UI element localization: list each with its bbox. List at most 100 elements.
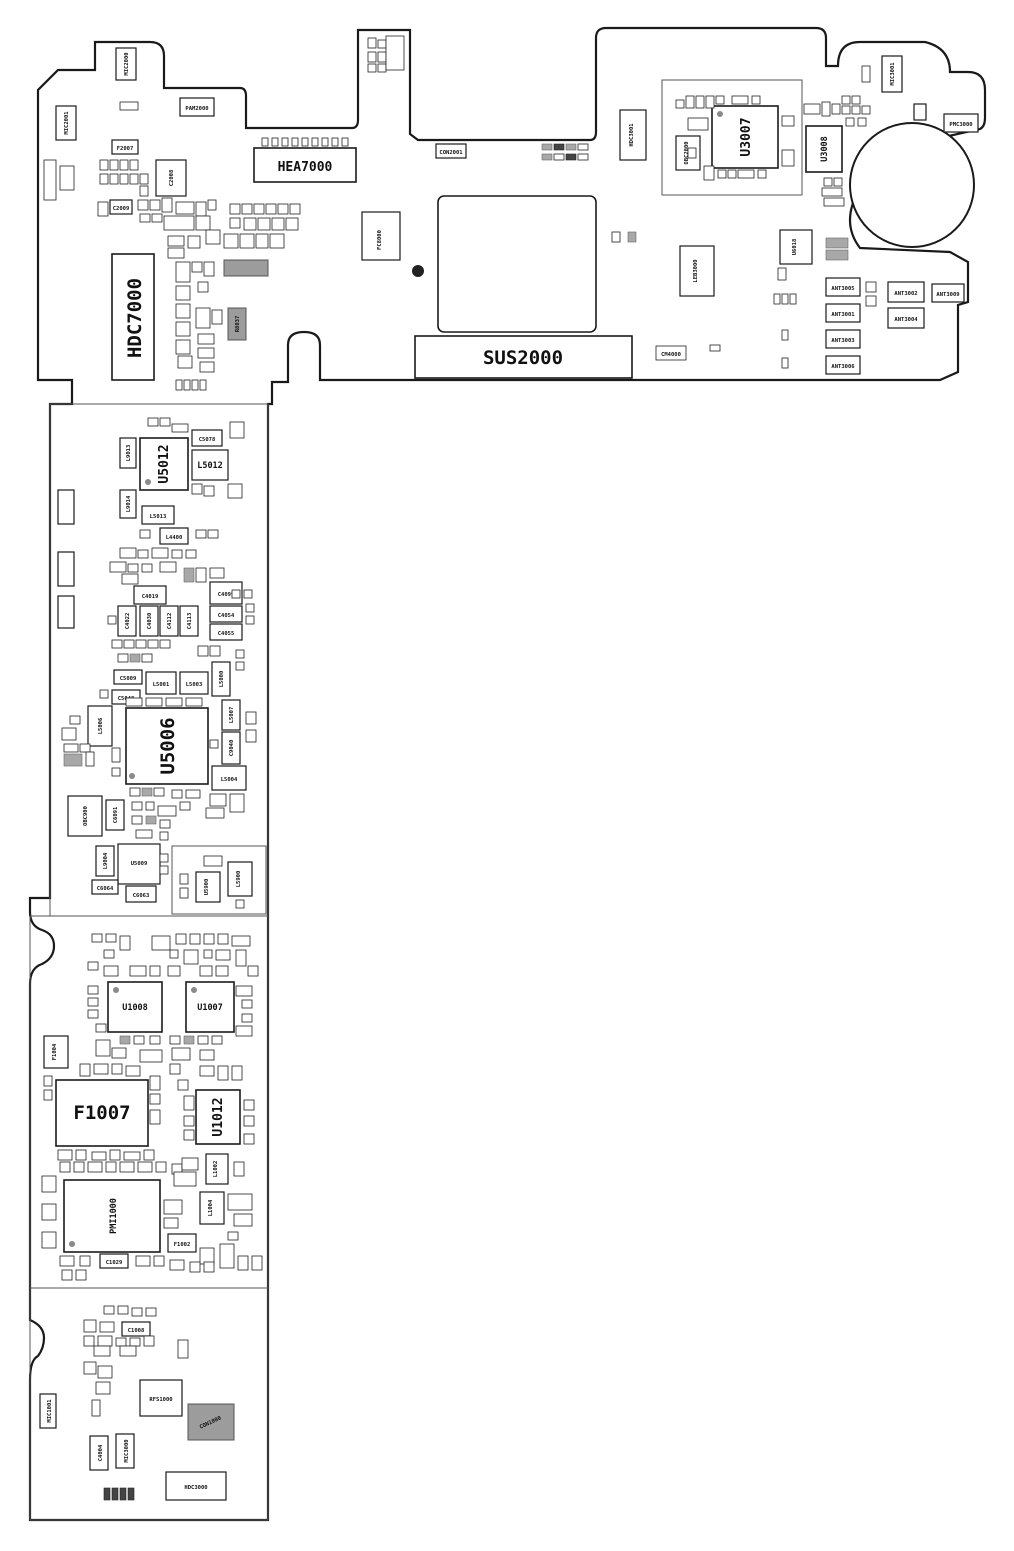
- con2001-component: [435, 143, 467, 159]
- pmc3000-label: PMC3000: [949, 122, 972, 128]
- pmic-small-parts: [41, 933, 263, 1281]
- mount-hole: [412, 265, 424, 277]
- c4055-label: C4055: [218, 631, 235, 637]
- obc2000-label: OBC2000: [684, 141, 690, 164]
- l5003-component: [179, 671, 209, 695]
- l5012-component: [191, 449, 229, 481]
- ant3004-label: ANT3004: [894, 317, 918, 323]
- c9040-component: [221, 731, 241, 765]
- l5900-label: L5900: [236, 871, 242, 888]
- c4004-label: C4004: [98, 1444, 104, 1461]
- ant3004-component: [887, 307, 925, 329]
- l9013-label: L9013: [126, 445, 132, 462]
- pmc3004-part: [57, 595, 75, 629]
- small-parts-top-left: [43, 101, 301, 391]
- l1004-component: [199, 1191, 225, 1225]
- leb3000-component: [679, 245, 715, 297]
- c4099-label: C4099: [218, 592, 235, 598]
- c5009-label: C5009: [120, 676, 137, 682]
- u6018-component: [779, 229, 813, 265]
- c4019-label: C4019: [142, 594, 159, 600]
- hdc3001-label: HDC3001: [629, 123, 635, 147]
- r8037-label: R8037: [235, 316, 241, 333]
- top-center-parts: [367, 35, 405, 73]
- c6091-component: [105, 799, 125, 831]
- c5078-label: C5078: [199, 437, 216, 443]
- l5001-label: L5001: [153, 682, 170, 688]
- hdc3000-component: [165, 1471, 227, 1501]
- fc8000-label: FC8000: [377, 230, 383, 250]
- u5012-pin1-dot: [145, 479, 151, 485]
- pmi1000-pin1-dot: [69, 1241, 75, 1247]
- l5006-component: [87, 705, 113, 747]
- c6063-label: C6063: [133, 893, 150, 899]
- ant3003-component: [825, 329, 861, 349]
- hea7000-component: [253, 147, 357, 183]
- mic1001-component: [39, 1393, 57, 1429]
- c4113-component: [179, 605, 199, 637]
- c4054-component: [209, 605, 243, 623]
- u5006-label: U5006: [157, 717, 179, 774]
- u5006-component: [125, 707, 209, 785]
- c4099-component: [209, 581, 243, 605]
- u1012-component: [195, 1089, 241, 1145]
- c2008-label: C2008: [169, 170, 175, 187]
- u1008-label: U1008: [122, 1003, 148, 1013]
- l1004-label: L1004: [208, 1199, 214, 1216]
- c1008-label: C1008: [128, 1328, 145, 1334]
- ant3001-label: ANT3001: [831, 312, 855, 318]
- u5009-component: [117, 843, 161, 885]
- c6063-component: [125, 885, 157, 903]
- c6064-label: C6064: [97, 886, 114, 892]
- pam2000-label: PAM2000: [185, 106, 208, 112]
- l5004-component: [211, 765, 247, 791]
- power-small-parts: [61, 417, 257, 909]
- right-side-parts: [773, 237, 877, 369]
- u3007-pin1-dot: [717, 111, 723, 117]
- pmc3003-part: [57, 551, 75, 587]
- sus2000-component: [414, 335, 633, 379]
- ant3006-label: ANT3006: [831, 364, 855, 370]
- c4030-component: [139, 605, 159, 637]
- ant3009-component: [931, 283, 965, 303]
- u6018-label: U6018: [792, 239, 798, 256]
- l5013-label: L5013: [150, 514, 167, 520]
- ant3002-component: [887, 281, 925, 303]
- l5007-component: [221, 699, 241, 731]
- l9014-label: L9014: [126, 495, 132, 512]
- l5001-component: [145, 671, 177, 695]
- u5900-component: [195, 871, 221, 903]
- f1004-component: [43, 1035, 69, 1069]
- mic2001-component: [55, 105, 77, 141]
- mic2000-component: [115, 47, 137, 81]
- c5078-component: [191, 429, 223, 447]
- mic3000-component: [115, 1433, 135, 1469]
- l9014-component: [119, 489, 137, 519]
- u5900-label: U5900: [204, 879, 210, 896]
- obc900-component: [67, 795, 103, 837]
- f1007-label: F1007: [73, 1102, 130, 1124]
- c1029-label: C1029: [106, 1260, 123, 1266]
- ant3005-label: ANT3005: [831, 286, 854, 292]
- l9013-component: [119, 437, 137, 469]
- mic3001-label: MIC3001: [890, 62, 896, 86]
- hdc7000-component: [111, 253, 155, 381]
- l1002-label: L1002: [213, 1161, 219, 1178]
- f2007-label: F2007: [117, 146, 134, 152]
- shield-can: [437, 195, 597, 333]
- l9004-label: L9004: [103, 852, 109, 869]
- l4400-component: [159, 527, 189, 545]
- c1008-component: [121, 1321, 151, 1337]
- mic2000-label: MIC2000: [124, 52, 130, 75]
- l5012-label: L5012: [197, 461, 223, 471]
- c1029-component: [99, 1253, 129, 1269]
- pmi1000-label: PMI1000: [109, 1198, 119, 1234]
- u5006-pin1-dot: [129, 773, 135, 779]
- pmc3000-component: [943, 113, 979, 133]
- sus2000-label: SUS2000: [483, 347, 563, 369]
- ant3003-label: ANT3003: [831, 338, 854, 344]
- f1007-component: [55, 1079, 149, 1147]
- u3007-side-parts: [675, 65, 871, 207]
- rfs1000-label: RFS1000: [149, 1397, 172, 1403]
- l4400-label: L4400: [166, 535, 183, 541]
